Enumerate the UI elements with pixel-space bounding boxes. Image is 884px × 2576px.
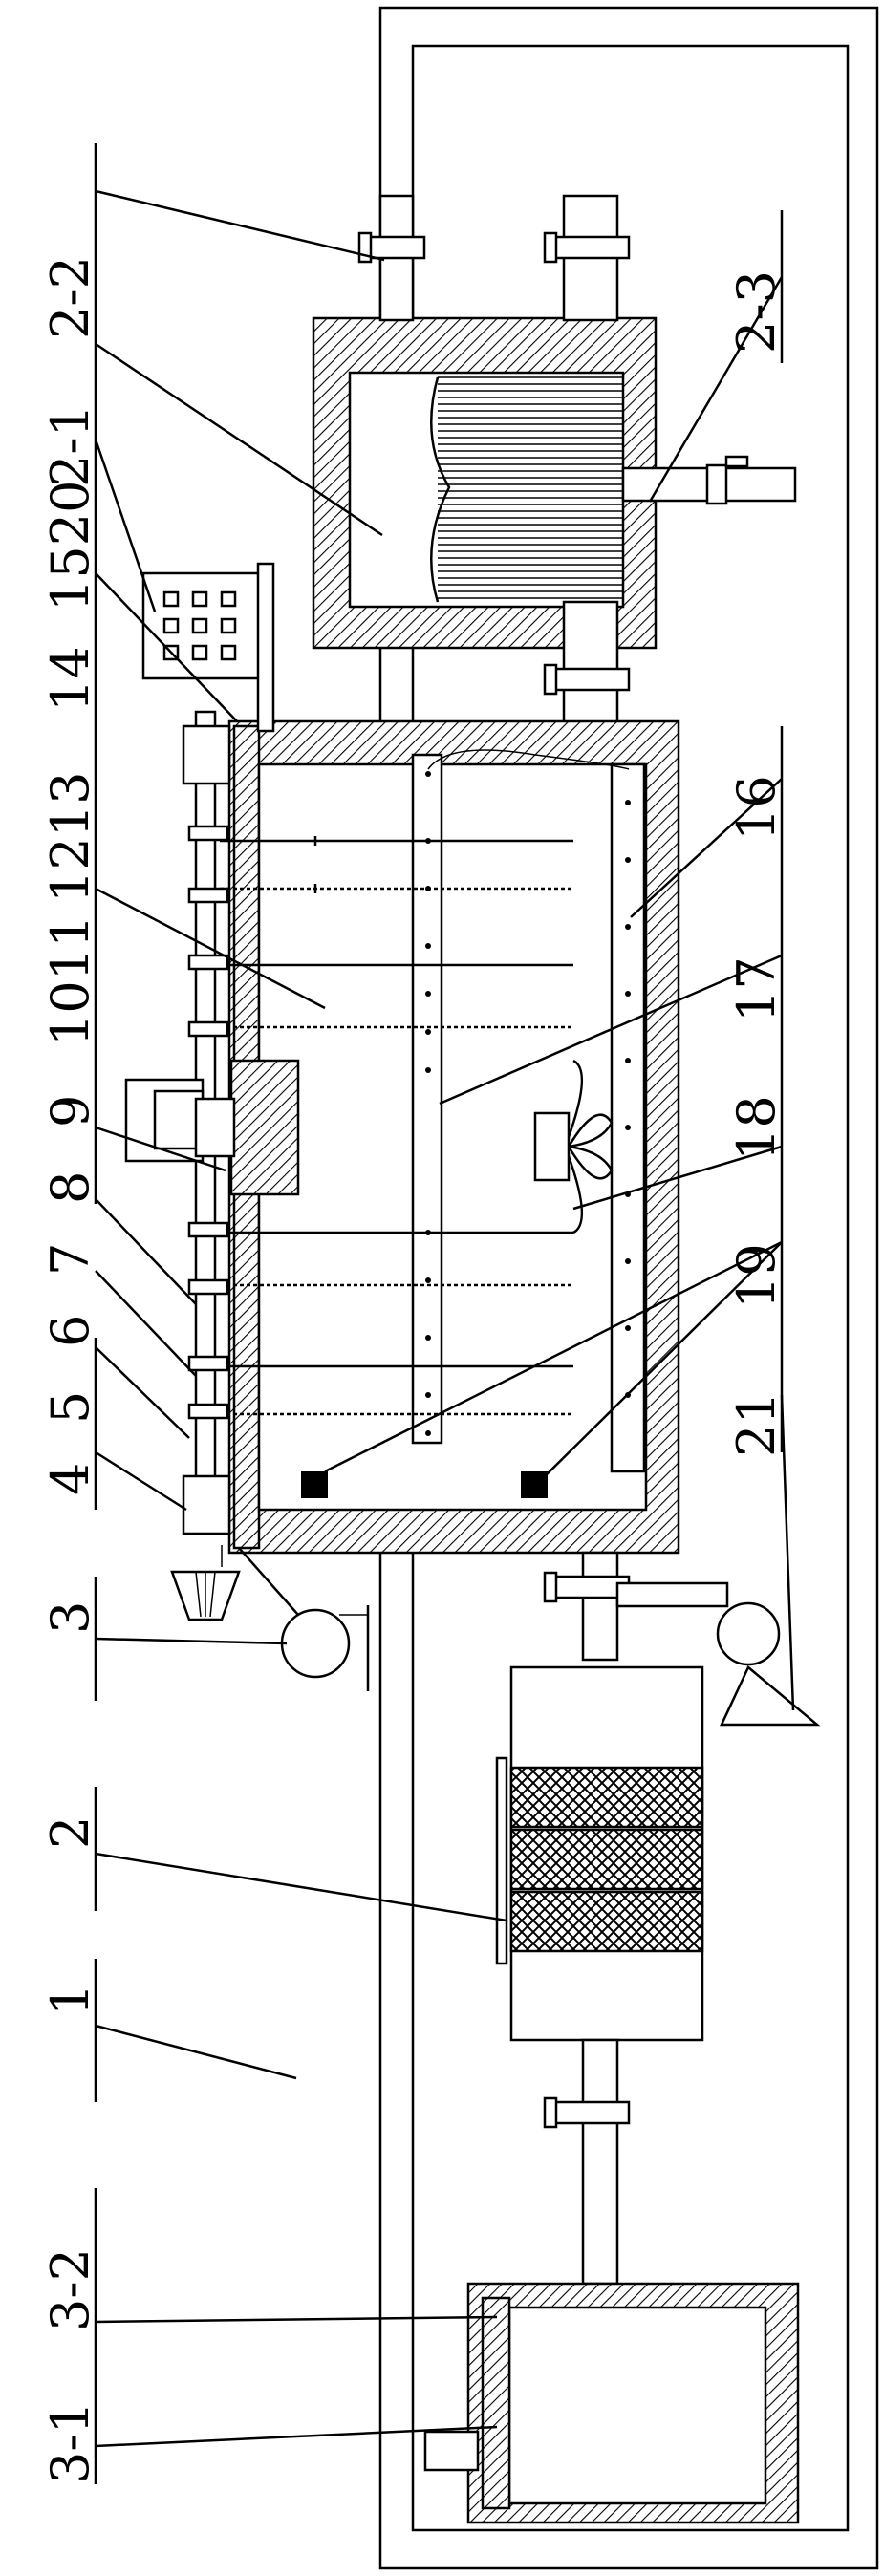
label-7: 7 xyxy=(40,1243,100,1276)
main-shaft xyxy=(411,753,443,1445)
svg-text:18: 18 xyxy=(726,1095,787,1161)
label-1520: 1520 xyxy=(40,481,100,612)
svg-text:1520: 1520 xyxy=(40,481,100,612)
svg-text:1: 1 xyxy=(40,1984,100,2016)
label-16: 16 xyxy=(726,775,787,841)
svg-text:4: 4 xyxy=(40,1463,100,1495)
svg-text:3-2: 3-2 xyxy=(40,2248,100,2331)
label-9: 9 xyxy=(40,1095,100,1127)
condenser-box xyxy=(312,316,658,650)
condenser-pipes xyxy=(357,194,797,733)
label-19: 19 xyxy=(726,1243,787,1309)
svg-text:2-3: 2-3 xyxy=(726,270,787,354)
condenser-edge xyxy=(430,376,451,603)
label-1213: 1213 xyxy=(40,772,100,903)
label-3: 3 xyxy=(40,1601,100,1634)
svg-text:9: 9 xyxy=(40,1095,100,1127)
svg-text:21: 21 xyxy=(726,1391,787,1457)
label-2-2: 2-2 xyxy=(40,256,100,339)
svg-text:2: 2 xyxy=(40,1816,100,1849)
sensor-pad xyxy=(521,1471,548,1498)
label-4: 4 xyxy=(40,1463,100,1495)
svg-text:2-1: 2-1 xyxy=(40,404,100,487)
svg-text:2-2: 2-2 xyxy=(40,256,100,339)
svg-text:16: 16 xyxy=(726,775,787,841)
label-1011: 1011 xyxy=(40,915,100,1046)
condenser-coil xyxy=(430,376,623,603)
label-8: 8 xyxy=(40,1171,100,1204)
svg-text:8: 8 xyxy=(40,1171,100,1204)
svg-text:1213: 1213 xyxy=(40,772,100,903)
svg-text:3-1: 3-1 xyxy=(40,2401,100,2484)
control-panel xyxy=(141,562,275,733)
svg-text:7: 7 xyxy=(40,1243,100,1276)
sensor-pad xyxy=(301,1471,328,1498)
svg-text:1011: 1011 xyxy=(40,915,100,1046)
label-6: 6 xyxy=(40,1315,100,1347)
storage-tank xyxy=(423,2282,800,2524)
label-5: 5 xyxy=(40,1391,100,1424)
svg-text:6: 6 xyxy=(40,1315,100,1347)
svg-text:5: 5 xyxy=(40,1391,100,1424)
svg-text:3: 3 xyxy=(40,1601,100,1634)
leader-lines xyxy=(94,143,795,2484)
label-1: 1 xyxy=(40,1984,100,2016)
tank-inlet-pipe xyxy=(543,2038,631,2286)
rotary-joint xyxy=(170,1570,241,1621)
label-3-1: 3-1 xyxy=(40,2401,100,2484)
drive-rod xyxy=(182,710,231,1535)
filter-unit xyxy=(495,1665,704,2042)
stirring-blades xyxy=(220,836,573,1416)
label-3-2: 3-2 xyxy=(40,2248,100,2331)
label-2: 2 xyxy=(40,1816,100,1849)
blower xyxy=(221,1545,370,1691)
impeller xyxy=(533,1059,614,1234)
label-2-1: 2-1 xyxy=(40,404,100,487)
label-21: 21 xyxy=(726,1391,787,1457)
motor xyxy=(124,1059,300,1196)
label-18: 18 xyxy=(726,1095,787,1161)
pump xyxy=(716,1601,821,1727)
svg-text:19: 19 xyxy=(726,1243,787,1309)
svg-text:14: 14 xyxy=(40,646,100,712)
gas-distribution-pipe xyxy=(427,749,646,1473)
label-17: 17 xyxy=(726,956,787,1022)
label-14: 14 xyxy=(40,646,100,712)
svg-text:17: 17 xyxy=(726,956,787,1022)
label-2-3: 2-3 xyxy=(726,270,787,354)
outlet-pipe xyxy=(543,1551,729,1662)
